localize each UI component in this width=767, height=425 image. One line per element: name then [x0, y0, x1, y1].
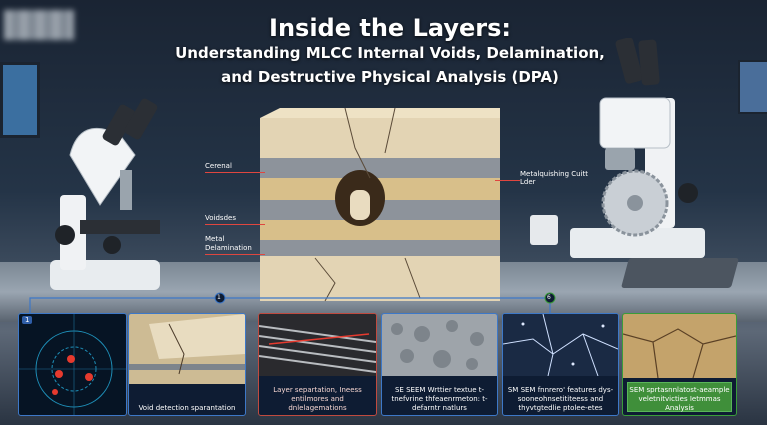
panel-connectors	[29, 292, 556, 313]
void-detection-radar	[19, 314, 126, 415]
sem-features-image	[503, 314, 618, 376]
panel-caption: Layer separtation, Ineess entilmores and…	[273, 386, 362, 412]
label-delamination: Delamination	[205, 244, 252, 252]
blurred-logo	[4, 10, 74, 40]
void-separation-image	[129, 314, 245, 384]
sem-texture-image	[382, 314, 497, 376]
label-delamination-line	[205, 254, 265, 255]
page-title: Inside the Layers:	[269, 14, 511, 42]
panel-caption: SE SEEM Wrttier textue t- tnefvrine thfe…	[391, 386, 488, 412]
label-ceramic: Cerenal	[205, 162, 232, 170]
label-voids: Voidsdes	[205, 214, 236, 222]
label-voids-line	[205, 224, 265, 225]
panel-number: 1	[22, 316, 33, 324]
panel-layer-separation: 2 Layer separtation, Ineess entilmores a…	[258, 313, 377, 416]
microscope-right-illustration	[570, 38, 705, 258]
microscope-left-illustration	[50, 98, 160, 290]
panel-caption: SEM sprtasnnlatost-aeample veletnitvicti…	[629, 386, 730, 412]
sample-holder	[530, 215, 558, 245]
panel-caption-box	[627, 382, 732, 412]
marker-6: 6	[547, 294, 551, 301]
label-metal: Metal	[205, 235, 225, 243]
page-subtitle-line1: Understanding MLCC Internal Voids, Delam…	[175, 44, 605, 62]
panel-sem-analysis: 6 SEM sprtasnnlatost-aeample veletnitvic…	[622, 313, 737, 416]
monitor-right	[738, 60, 767, 114]
panel-sem-features: 5 SM SEM fnnrero' features dys- sooneohn…	[502, 313, 619, 416]
label-ceramic-line	[205, 172, 265, 173]
page-subtitle-line2: and Destructive Physical Analysis (DPA)	[221, 68, 559, 86]
sample-tray	[620, 258, 740, 288]
panel-caption: Void detection sparantation	[138, 404, 236, 412]
marker-1: 1	[217, 294, 221, 301]
mlcc-cross-section	[260, 108, 500, 302]
monitor-left	[0, 62, 40, 138]
layer-separation-image	[259, 314, 376, 376]
label-cut-line: Metalquishing Cuitt Lder	[520, 170, 589, 186]
panel-void-radar: 1	[18, 313, 127, 416]
panel-caption: SM SEM fnnrero' features dys- sooneohnse…	[507, 386, 614, 412]
label-cut-line-line	[495, 180, 520, 181]
panel-void-separation: 2 Void detection sparantation	[128, 313, 246, 416]
panel-sem-texture: 6 SE SEEM Wrttier textue t- tnefvrine th…	[381, 313, 498, 416]
sem-analysis-image	[623, 314, 736, 378]
